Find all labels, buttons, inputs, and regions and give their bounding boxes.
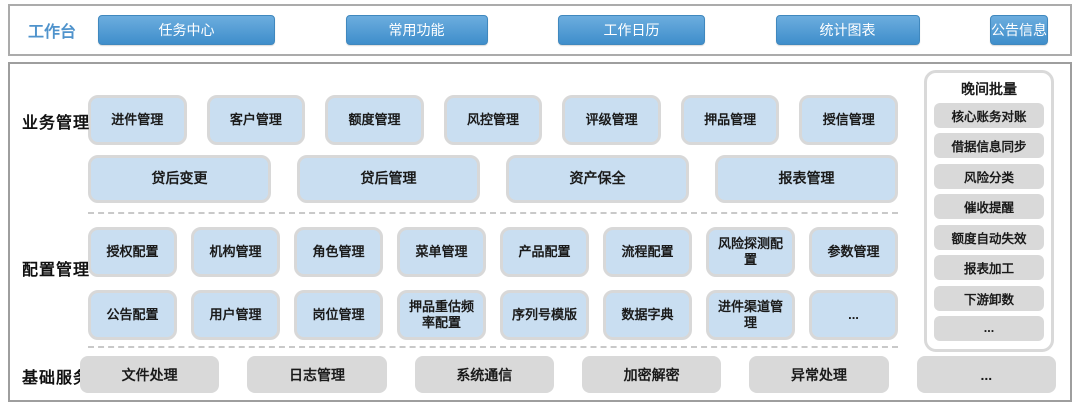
night-batch-job[interactable]: 额度自动失效: [934, 224, 1044, 250]
config-module[interactable]: 公告配置: [88, 290, 177, 340]
config-module[interactable]: 进件渠道管理: [706, 290, 795, 340]
base-service-row: 文件处理 日志管理 系统通信 加密解密 异常处理 ...: [80, 356, 1056, 393]
workbench-button[interactable]: 公告信息: [990, 15, 1048, 45]
base-service-module[interactable]: 加密解密: [581, 356, 722, 393]
business-module[interactable]: 授信管理: [799, 95, 899, 145]
night-batch-title: 晚间批量: [961, 81, 1017, 97]
night-batch-job[interactable]: 核心账务对账: [934, 103, 1044, 128]
night-batch-job[interactable]: 借据信息同步: [934, 133, 1044, 159]
workbench-button[interactable]: 统计图表: [775, 15, 920, 45]
business-module[interactable]: 资产保全: [506, 155, 689, 203]
business-module[interactable]: 客户管理: [206, 95, 306, 145]
config-module[interactable]: 数据字典: [603, 290, 692, 340]
business-module[interactable]: 报表管理: [715, 155, 898, 203]
section-label-business: 业务管理: [22, 115, 91, 132]
business-module[interactable]: 评级管理: [562, 95, 661, 145]
night-batch-job[interactable]: 催收提醒: [934, 194, 1044, 220]
config-module[interactable]: 参数管理: [809, 227, 898, 277]
business-module[interactable]: 风控管理: [443, 95, 543, 145]
base-service-module[interactable]: ...: [916, 356, 1056, 393]
business-module[interactable]: 贷后管理: [297, 155, 480, 203]
config-module[interactable]: 序列号模版: [500, 290, 589, 340]
workbench-label: 工作台: [28, 24, 77, 41]
business-row-1: 进件管理 客户管理 额度管理 风控管理 评级管理 押品管理 授信管理: [88, 95, 899, 145]
config-module[interactable]: 岗位管理: [294, 290, 383, 340]
base-service-module[interactable]: 日志管理: [247, 356, 387, 393]
config-module[interactable]: 流程配置: [603, 227, 692, 277]
section-divider: [88, 212, 898, 214]
business-module[interactable]: 贷后变更: [88, 155, 271, 203]
config-module[interactable]: 角色管理: [294, 227, 383, 277]
workbench-buttons: 任务中心 常用功能 工作日历 统计图表 公告信息: [98, 15, 1048, 45]
business-module[interactable]: 额度管理: [325, 95, 424, 145]
workbench-button[interactable]: 常用功能: [345, 15, 488, 45]
workbench-button[interactable]: 任务中心: [98, 15, 275, 45]
base-service-module[interactable]: 文件处理: [80, 356, 220, 393]
section-label-config: 配置管理: [22, 262, 91, 279]
config-module[interactable]: ...: [809, 290, 898, 340]
config-module[interactable]: 机构管理: [191, 227, 280, 277]
night-batch-job[interactable]: 风险分类: [934, 163, 1044, 189]
base-service-module[interactable]: 异常处理: [749, 356, 889, 393]
config-row-2: 公告配置 用户管理 岗位管理 押品重估频率配置 序列号模版 数据字典 进件渠道管…: [88, 290, 898, 340]
night-batch-job[interactable]: 下游卸数: [934, 285, 1044, 311]
base-service-module[interactable]: 系统通信: [414, 356, 554, 393]
night-batch-panel: 晚间批量 核心账务对账 借据信息同步 风险分类 催收提醒 额度自动失效 报表加工…: [924, 70, 1054, 352]
module-rows: 进件管理 客户管理 额度管理 风控管理 评级管理 押品管理 授信管理 贷后变更: [88, 95, 899, 348]
config-module[interactable]: 授权配置: [88, 227, 177, 277]
config-module[interactable]: 产品配置: [500, 227, 589, 277]
business-row-2: 贷后变更 贷后管理 资产保全 报表管理: [88, 155, 898, 203]
night-batch-items: 核心账务对账 借据信息同步 风险分类 催收提醒 额度自动失效 报表加工 下游卸数…: [934, 103, 1044, 341]
night-batch-job[interactable]: ...: [934, 315, 1044, 341]
night-batch-job[interactable]: 报表加工: [934, 255, 1044, 281]
business-module[interactable]: 押品管理: [680, 95, 780, 145]
config-module[interactable]: 用户管理: [191, 290, 280, 340]
main-panel: 业务管理 配置管理 基础服务 进件管理 客户管理 额度管理 风控管理 评级管理 …: [8, 62, 1072, 402]
config-row-1: 授权配置 机构管理 角色管理 菜单管理 产品配置 流程配置 风险探测配置 参数管…: [88, 227, 898, 277]
business-module[interactable]: 进件管理: [88, 95, 187, 145]
config-module[interactable]: 菜单管理: [397, 227, 486, 277]
section-divider: [88, 346, 898, 348]
workbench-button[interactable]: 工作日历: [558, 15, 705, 45]
config-module[interactable]: 风险探测配置: [706, 227, 795, 277]
section-label-base: 基础服务: [22, 370, 91, 387]
workbench-topbar: 工作台 任务中心 常用功能 工作日历 统计图表 公告信息: [8, 4, 1072, 56]
config-module[interactable]: 押品重估频率配置: [397, 290, 486, 340]
